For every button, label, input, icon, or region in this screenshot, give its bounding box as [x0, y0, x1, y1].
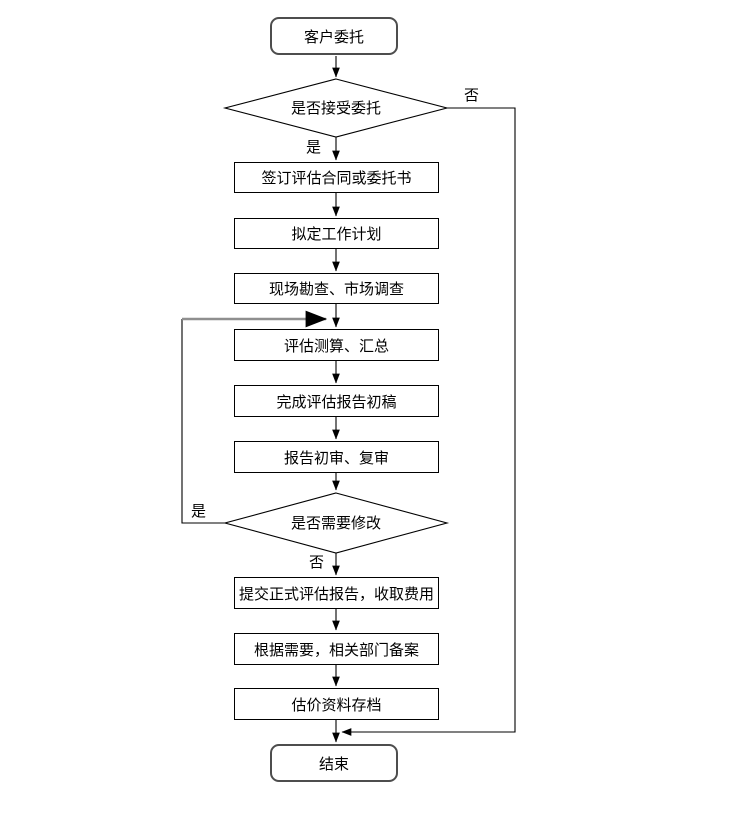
node-archive-label: 估价资料存档 — [291, 696, 382, 714]
node-filing-label: 根据需要，相关部门备案 — [253, 641, 419, 659]
node-work-plan: 拟定工作计划 — [234, 218, 439, 249]
node-archive: 估价资料存档 — [234, 688, 439, 720]
node-draft-report-label: 完成评估报告初稿 — [276, 393, 397, 411]
edge-label-revise-yes: 是 — [191, 503, 207, 520]
node-start: 客户委托 — [270, 17, 398, 55]
node-sign-contract-label: 签订评估合同或委托书 — [261, 170, 412, 187]
edge-revise-yes-loop — [181, 319, 225, 524]
edge-label-revise-no: 否 — [309, 554, 325, 571]
node-submit-report: 提交正式评估报告，收取费用 — [234, 577, 439, 609]
node-work-plan-label: 拟定工作计划 — [291, 226, 382, 243]
node-draft-report: 完成评估报告初稿 — [234, 385, 439, 417]
node-site-survey: 现场勘查、市场调查 — [234, 273, 439, 304]
node-start-label: 客户委托 — [303, 28, 364, 46]
node-assess-calc-label: 评估测算、汇总 — [283, 337, 389, 355]
node-filing: 根据需要，相关部门备案 — [234, 633, 439, 665]
node-site-survey-label: 现场勘查、市场调查 — [268, 281, 404, 298]
node-report-review-label: 报告初审、复审 — [283, 449, 389, 467]
node-sign-contract: 签订评估合同或委托书 — [234, 162, 439, 193]
node-assess-calc: 评估测算、汇总 — [234, 329, 439, 361]
node-submit-report-label: 提交正式评估报告，收取费用 — [238, 585, 434, 603]
edge-label-accept-no: 否 — [464, 87, 480, 104]
edge-label-accept-yes: 是 — [306, 139, 322, 156]
node-decision-revise-label: 是否需要修改 — [290, 515, 381, 532]
node-end: 结束 — [270, 744, 398, 782]
edge-accept-no-branch — [341, 107, 516, 736]
node-end-label: 结束 — [318, 755, 349, 773]
node-report-review: 报告初审、复审 — [234, 441, 439, 473]
node-decision-accept-label: 是否接受委托 — [290, 100, 381, 117]
